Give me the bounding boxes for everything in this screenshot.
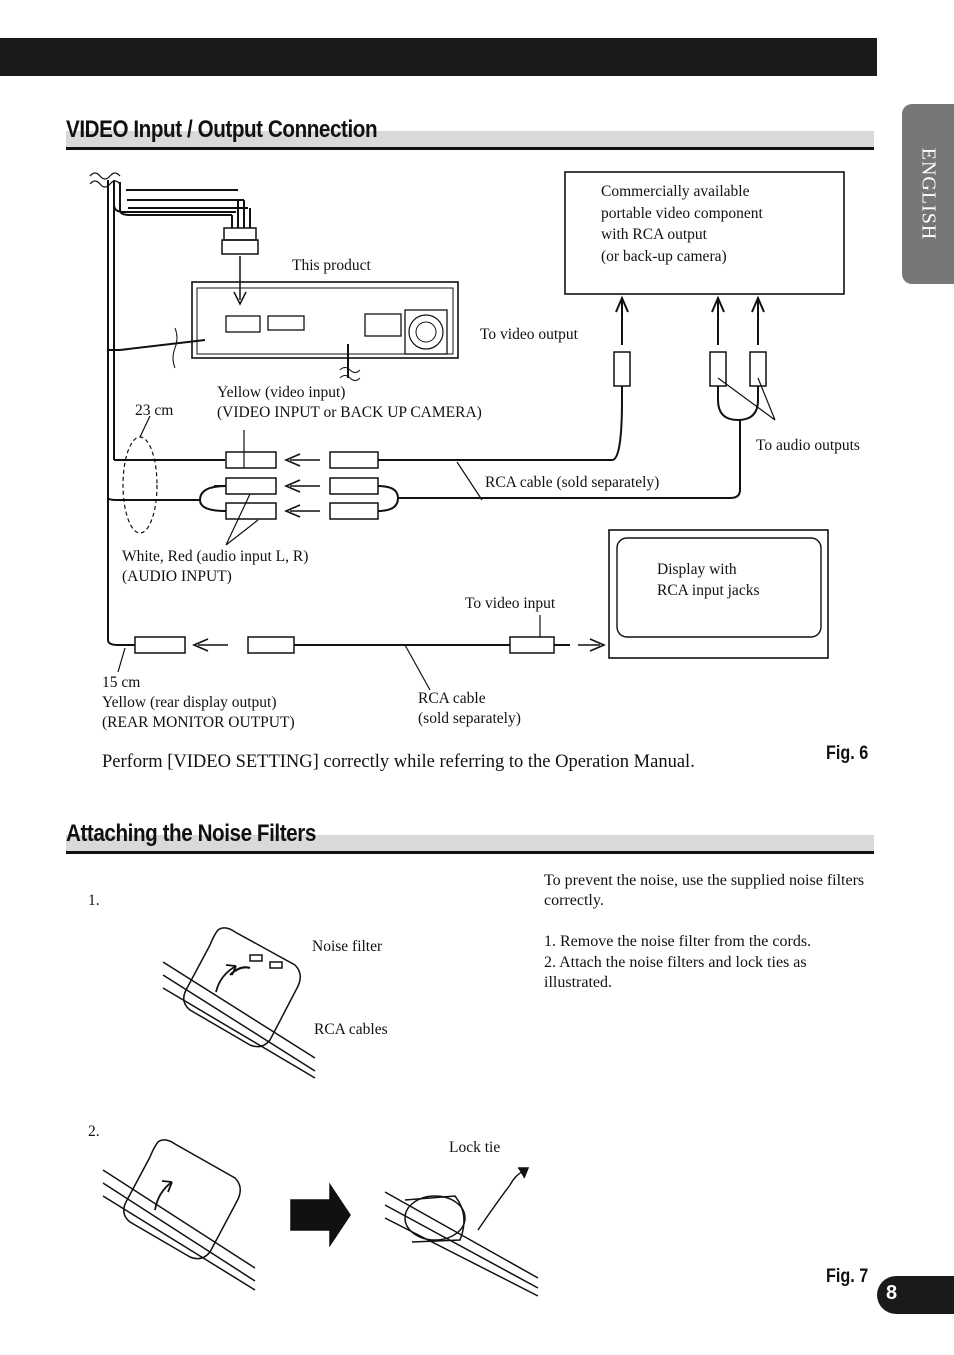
label-yellow-rear: Yellow (rear display output) — [102, 694, 277, 711]
heading-rule — [66, 147, 874, 150]
top-banner — [0, 38, 877, 76]
heading-band — [66, 131, 874, 147]
label-commercial-2: portable video component — [601, 205, 763, 222]
label-display-2: RCA input jacks — [657, 582, 760, 599]
section-heading-video: VIDEO Input / Output Connection — [66, 116, 874, 153]
language-tab: ENGLISH — [902, 104, 954, 284]
label-noise-filter: Noise filter — [312, 938, 383, 955]
label-video-input-backup: (VIDEO INPUT or BACK UP CAMERA) — [217, 404, 482, 421]
label-yellow-video-input: Yellow (video input) — [217, 384, 346, 401]
section-title-video: VIDEO Input / Output Connection — [66, 116, 378, 143]
label-to-audio-outputs: To audio outputs — [756, 437, 860, 454]
label-rear-monitor-output: (REAR MONITOR OUTPUT) — [102, 714, 295, 731]
label-sold-separately: (sold separately) — [418, 710, 521, 727]
label-audio-input: (AUDIO INPUT) — [122, 568, 232, 585]
section-title-noise: Attaching the Noise Filters — [66, 820, 316, 847]
page-number: 8 — [886, 1282, 898, 1304]
label-this-product: This product — [292, 257, 371, 274]
page-number-badge: 8 — [877, 1276, 954, 1314]
noise-step-2: 2. Attach the noise filters and lock tie… — [544, 954, 807, 991]
step-2-number: 2. — [88, 1123, 100, 1140]
label-rca-cable: RCA cable — [418, 690, 486, 707]
label-rca-cables: RCA cables — [314, 1021, 388, 1038]
step-1-number: 1. — [88, 892, 100, 909]
heading-band — [66, 835, 874, 851]
label-commercial-3: with RCA output — [601, 226, 707, 243]
label-to-video-output: To video output — [480, 326, 578, 343]
label-23cm: 23 cm — [135, 402, 174, 419]
fig-7-label: Fig. 7 — [826, 1266, 869, 1287]
section-heading-noise: Attaching the Noise Filters — [66, 820, 874, 857]
noise-intro: To prevent the noise, use the supplied n… — [544, 872, 865, 909]
fig-6-label: Fig. 6 — [826, 743, 869, 764]
label-commercial-1: Commercially available — [601, 183, 750, 200]
label-lock-tie: Lock tie — [449, 1139, 501, 1156]
label-to-video-input: To video input — [465, 595, 556, 612]
label-display-1: Display with — [657, 561, 737, 578]
heading-rule — [66, 851, 874, 854]
label-rca-cable-sold-separately: RCA cable (sold separately) — [485, 474, 660, 491]
video-setting-note: Perform [VIDEO SETTING] correctly while … — [102, 752, 695, 772]
noise-step-1: 1. Remove the noise filter from the cord… — [544, 933, 812, 950]
label-15cm: 15 cm — [102, 674, 141, 691]
label-commercial-4: (or back-up camera) — [601, 248, 727, 265]
label-white-red: White, Red (audio input L, R) — [122, 548, 309, 565]
